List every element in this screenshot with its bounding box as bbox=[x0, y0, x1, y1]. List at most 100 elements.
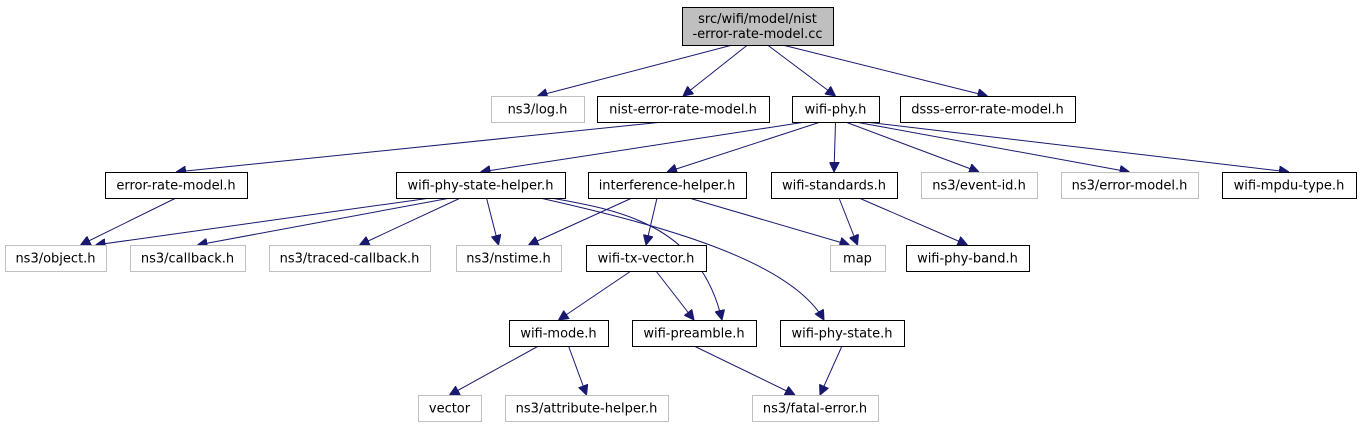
edge-wifiphy-to-ih bbox=[667, 121, 821, 172]
edge-mode-to-attr bbox=[568, 345, 587, 395]
node-mpdu[interactable]: wifi-mpdu-type.h bbox=[1222, 172, 1357, 199]
node-box-nstime bbox=[456, 245, 562, 272]
node-box-txv bbox=[586, 245, 707, 272]
node-label-preamble: wifi-preamble.h bbox=[643, 327, 744, 342]
node-box-erm bbox=[105, 172, 248, 199]
edge-wifiphy-to-psh bbox=[481, 121, 806, 172]
edge-wifiphy-to-eventid bbox=[845, 121, 980, 172]
node-mode[interactable]: wifi-mode.h bbox=[509, 320, 609, 347]
node-box-eventid bbox=[921, 172, 1038, 199]
node-label-errmodel: ns3/error-model.h bbox=[1072, 179, 1188, 194]
node-box-ws bbox=[771, 172, 898, 199]
node-label-log: ns3/log.h bbox=[508, 103, 568, 118]
node-box-preamble bbox=[632, 320, 757, 347]
edge-ws-to-map bbox=[838, 197, 858, 245]
node-label-band: wifi-phy-band.h bbox=[917, 252, 1018, 267]
node-label-ih: interference-helper.h bbox=[599, 179, 736, 194]
node-label-erm: error-rate-model.h bbox=[116, 179, 235, 194]
node-label-mpdu: wifi-mpdu-type.h bbox=[1234, 179, 1345, 194]
node-box-fatal bbox=[752, 395, 879, 422]
edge-wifiphy-to-errmodel bbox=[855, 121, 1130, 172]
edge-psh-to-traced bbox=[360, 197, 461, 245]
node-ih[interactable]: interference-helper.h bbox=[588, 172, 747, 199]
node-label-eventid: ns3/event-id.h bbox=[932, 179, 1026, 194]
node-box-attr bbox=[505, 395, 669, 422]
node-label-state: wifi-phy-state.h bbox=[791, 327, 892, 342]
node-label-dsss: dsss-error-rate-model.h bbox=[911, 103, 1064, 118]
edge-mode-to-vector bbox=[450, 345, 539, 395]
node-label-attr: ns3/attribute-helper.h bbox=[516, 402, 658, 417]
edge-ih-to-txv bbox=[646, 197, 658, 245]
node-box-traced bbox=[269, 245, 431, 272]
edge-psh-to-nstime bbox=[486, 197, 499, 245]
node-box-root bbox=[682, 7, 834, 46]
node-box-mpdu bbox=[1222, 172, 1357, 199]
node-label-ws: wifi-standards.h bbox=[782, 179, 886, 194]
node-fatal: ns3/fatal-error.h bbox=[752, 395, 879, 422]
node-box-map bbox=[830, 245, 886, 272]
node-callback: ns3/callback.h bbox=[130, 245, 246, 272]
edge-psh-to-state bbox=[539, 197, 824, 320]
node-traced: ns3/traced-callback.h bbox=[269, 245, 431, 272]
node-eventid: ns3/event-id.h bbox=[921, 172, 1038, 199]
node-dsss[interactable]: dsss-error-rate-model.h bbox=[900, 96, 1076, 123]
node-box-psh bbox=[396, 172, 566, 199]
edge-root-to-log bbox=[538, 44, 733, 96]
node-box-mode bbox=[509, 320, 609, 347]
node-label-mode: wifi-mode.h bbox=[520, 327, 596, 342]
node-errmodel: ns3/error-model.h bbox=[1061, 172, 1199, 199]
node-root[interactable]: src/wifi/model/nist-error-rate-model.cc bbox=[682, 7, 834, 46]
edge-txv-to-mode bbox=[559, 270, 632, 320]
edge-preamble-to-fatal bbox=[693, 345, 795, 395]
node-psh[interactable]: wifi-phy-state-helper.h bbox=[396, 172, 566, 199]
node-box-dsss bbox=[900, 96, 1076, 123]
node-nist[interactable]: nist-error-rate-model.h bbox=[597, 96, 770, 123]
node-box-vector bbox=[418, 395, 482, 422]
edge-psh-to-object bbox=[96, 197, 431, 245]
node-preamble[interactable]: wifi-preamble.h bbox=[632, 320, 757, 347]
edge-wifiphy-to-ws bbox=[834, 121, 836, 172]
node-wifiphy[interactable]: wifi-phy.h bbox=[792, 96, 880, 123]
node-box-ih bbox=[588, 172, 747, 199]
node-box-state bbox=[780, 320, 905, 347]
node-erm[interactable]: error-rate-model.h bbox=[105, 172, 248, 199]
node-box-nist bbox=[597, 96, 770, 123]
node-box-callback bbox=[130, 245, 246, 272]
edge-ih-to-map bbox=[688, 197, 850, 245]
node-box-band bbox=[906, 245, 1030, 272]
edge-erm-to-object bbox=[81, 197, 177, 245]
node-label-txv: wifi-tx-vector.h bbox=[598, 252, 695, 267]
node-ws[interactable]: wifi-standards.h bbox=[771, 172, 898, 199]
node-box-errmodel bbox=[1061, 172, 1199, 199]
node-box-wifiphy bbox=[792, 96, 880, 123]
node-label-vector: vector bbox=[429, 402, 471, 417]
node-label-psh: wifi-phy-state-helper.h bbox=[407, 179, 553, 194]
node-map: map bbox=[830, 245, 886, 272]
node-box-object bbox=[5, 245, 107, 272]
edge-state-to-fatal bbox=[820, 345, 843, 395]
node-label-fatal: ns3/fatal-error.h bbox=[763, 402, 867, 417]
edge-txv-to-preamble bbox=[655, 270, 694, 320]
node-label-traced: ns3/traced-callback.h bbox=[280, 252, 420, 267]
node-txv[interactable]: wifi-tx-vector.h bbox=[586, 245, 707, 272]
edge-psh-to-callback bbox=[198, 197, 451, 245]
node-state[interactable]: wifi-phy-state.h bbox=[780, 320, 905, 347]
node-log: ns3/log.h bbox=[491, 96, 585, 123]
node-box-log bbox=[491, 96, 585, 123]
edge-root-to-nist bbox=[683, 44, 748, 96]
node-object: ns3/object.h bbox=[5, 245, 107, 272]
node-label-root: src/wifi/model/nist-error-rate-model.cc bbox=[692, 12, 822, 42]
nodes-layer: src/wifi/model/nist-error-rate-model.cc n… bbox=[5, 7, 1357, 422]
edge-wifiphy-to-mpdu bbox=[865, 121, 1290, 172]
edge-root-to-dsss bbox=[782, 44, 988, 96]
edge-ws-to-band bbox=[858, 197, 968, 245]
node-label-object: ns3/object.h bbox=[15, 252, 95, 267]
node-label-nstime: ns3/nstime.h bbox=[466, 252, 550, 267]
edge-psh-to-preamble bbox=[550, 197, 722, 320]
node-band[interactable]: wifi-phy-band.h bbox=[906, 245, 1030, 272]
edges-layer bbox=[81, 44, 1290, 395]
node-label-callback: ns3/callback.h bbox=[141, 252, 234, 267]
edge-ih-to-nstime bbox=[529, 197, 633, 245]
node-label-map: map bbox=[843, 252, 872, 267]
